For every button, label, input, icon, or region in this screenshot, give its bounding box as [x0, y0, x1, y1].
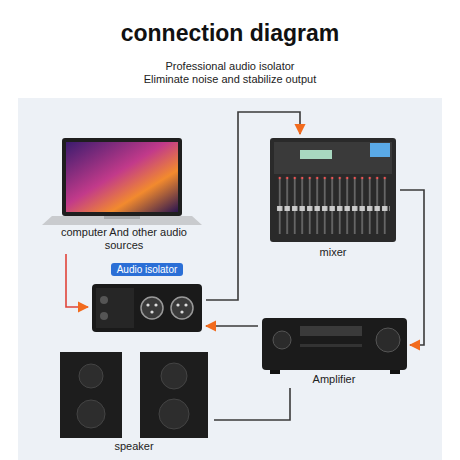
subtitle-text: Eliminate noise and stabilize output — [0, 73, 460, 85]
speaker-device: speaker — [54, 348, 214, 454]
label-row: mixer — [266, 246, 400, 259]
computer-device: computer And other audio sources — [44, 134, 204, 254]
device-badge: Audio isolator — [111, 263, 184, 276]
subtitle-text: Professional audio isolator — [0, 60, 460, 72]
signal-cable — [206, 325, 258, 327]
isolator-box — [92, 284, 202, 332]
diagram-title: connection diagram — [0, 20, 460, 47]
amplifier-unit — [262, 318, 407, 374]
label-row: computer And other audio sources — [44, 226, 204, 252]
laptop — [42, 138, 202, 225]
amplifier-device: Amplifier — [258, 314, 410, 388]
device-label: speaker — [114, 440, 153, 452]
isolator-device: Audio isolator — [88, 262, 206, 336]
label-row: speaker — [54, 440, 214, 453]
device-label: mixer — [320, 246, 347, 258]
label-row: Amplifier — [258, 373, 410, 386]
signal-cable — [214, 388, 290, 420]
device-label: computer And other audio sources — [61, 226, 187, 251]
signal-cable — [400, 190, 424, 345]
speaker-pair — [60, 352, 208, 438]
label-row: Audio isolator — [88, 263, 206, 276]
mixer-device: mixer — [266, 134, 400, 262]
signal-cable — [206, 112, 300, 300]
device-label: Amplifier — [313, 373, 356, 385]
mixer-console — [270, 138, 396, 242]
panel — [18, 98, 442, 460]
signal-cable — [66, 254, 88, 307]
